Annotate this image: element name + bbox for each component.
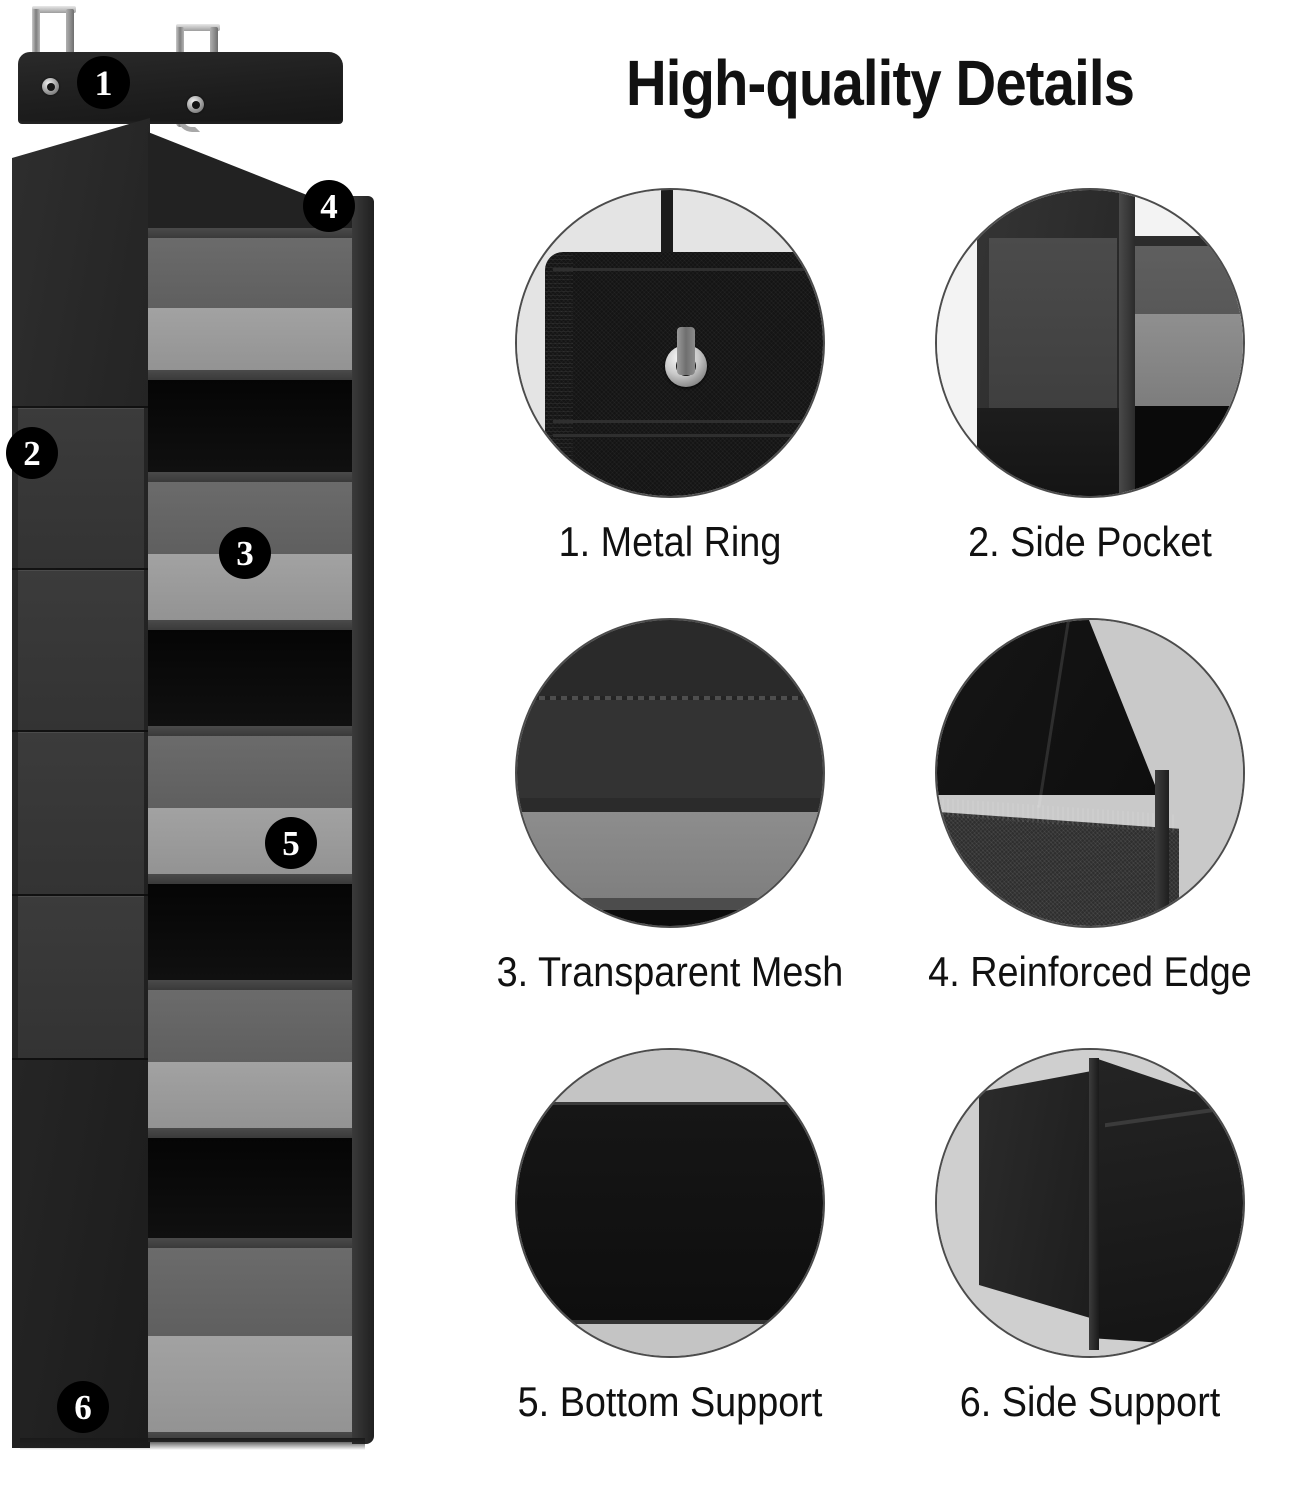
shelf-opening (148, 884, 370, 980)
shelf-opening (148, 630, 370, 726)
shelf-edge (517, 898, 823, 910)
bottom-support-photo (515, 1048, 825, 1358)
shelf-opening (517, 910, 823, 926)
transparent-mesh-photo (515, 618, 825, 928)
detail-circle-wrap (935, 618, 1245, 928)
detail-circle-wrap (935, 188, 1245, 498)
hook-top-bar (176, 24, 220, 31)
stitch-seam (553, 268, 823, 271)
detail-item-bottom-support: 5. Bottom Support (460, 1048, 880, 1426)
shelf-edge (148, 874, 370, 884)
mesh-panel-dark (1135, 246, 1243, 314)
detail-circle-wrap (515, 188, 825, 498)
shelf-edge (148, 726, 370, 736)
stitch-seam (553, 434, 823, 437)
detail-caption-2: 2. Side Pocket (968, 518, 1212, 565)
mesh-panel-light (1135, 314, 1243, 406)
detail-circle-wrap (515, 618, 825, 928)
side-panel-seam (12, 730, 150, 732)
shelf-edge (148, 370, 370, 380)
corner-post (1119, 190, 1135, 496)
metal-ring-photo (515, 188, 825, 498)
hanging-flap (18, 52, 343, 124)
stitch-seam (517, 696, 823, 700)
hook-back-arm (66, 9, 74, 79)
metal-ring-grommet-right (187, 96, 204, 113)
support-board (517, 1102, 823, 1324)
mesh-panel-dark (148, 1248, 370, 1336)
detail-caption-6: 6. Side Support (959, 1378, 1221, 1425)
corner-edge (1089, 1058, 1099, 1350)
detail-caption-1: 1. Metal Ring (558, 518, 782, 565)
mesh-panel-light (148, 308, 370, 370)
shelf-edge (148, 228, 370, 238)
bottom-support-edge (148, 1432, 370, 1442)
shelf-edge (517, 798, 823, 812)
detail-caption-4: 4. Reinforced Edge (928, 948, 1252, 995)
detail-item-side-support: 6. Side Support (880, 1048, 1300, 1426)
detail-item-transparent-mesh: 3. Transparent Mesh (460, 618, 880, 996)
mesh-panel-light (517, 812, 823, 898)
pocket-interior (989, 238, 1117, 408)
detail-circle-wrap (935, 1048, 1245, 1358)
shelf-edge (148, 472, 370, 482)
stitch-seam (517, 1320, 823, 1324)
organizer-front-face (148, 132, 370, 1442)
side-panel-seam (12, 406, 150, 408)
detail-item-metal-ring: 1. Metal Ring (460, 188, 880, 566)
hook-top-bar (32, 6, 76, 13)
callout-badge-3: 3 (219, 527, 271, 579)
reinforced-edge-photo (935, 618, 1245, 928)
mesh-panel-dark (148, 736, 370, 808)
hook-tab (677, 327, 695, 375)
callout-badge-5: 5 (265, 817, 317, 869)
shelf-edge (148, 1238, 370, 1248)
shelf-opening (148, 380, 370, 472)
detail-item-side-pocket: 2. Side Pocket (880, 188, 1300, 566)
side-pocket (18, 732, 144, 894)
organizer-right-edge (352, 196, 374, 1444)
callout-badge-6: 6 (57, 1381, 109, 1433)
side-pocket (18, 896, 144, 1058)
side-panel-seam (12, 1058, 150, 1060)
shelf-edge (148, 980, 370, 990)
front-panel (1095, 1058, 1243, 1350)
detail-caption-5: 5. Bottom Support (517, 1378, 823, 1425)
metal-ring-grommet-left (42, 78, 59, 95)
side-support-panel (979, 1070, 1097, 1320)
shelf-opening (148, 1138, 370, 1238)
detail-item-reinforced-edge: 4. Reinforced Edge (880, 618, 1300, 996)
side-pocket (18, 570, 144, 730)
shelf-edge (148, 1128, 370, 1138)
shelf-opening (1135, 406, 1243, 496)
organizer-side-panel (12, 118, 150, 1448)
fabric-band-top (517, 620, 823, 698)
callout-badge-1: 1 (77, 56, 130, 109)
mesh-panel-light (148, 1336, 370, 1432)
side-pocket-photo (935, 188, 1245, 498)
page-title: High-quality Details (625, 47, 1135, 119)
details-panel: High-quality Details (460, 0, 1300, 1500)
mesh-panel-light (148, 1062, 370, 1128)
stitch-seam (517, 1102, 823, 1105)
callout-badge-4: 4 (303, 180, 355, 232)
hook-strap (660, 190, 673, 256)
detail-circle-wrap (515, 1048, 825, 1358)
stitch-seam (553, 420, 823, 423)
side-panel-seam (12, 568, 150, 570)
mesh-panel-dark (148, 990, 370, 1062)
product-shadow (20, 1438, 365, 1450)
callout-badge-2: 2 (6, 427, 58, 479)
detail-caption-3: 3. Transparent Mesh (496, 948, 844, 995)
mesh-panel-light (148, 808, 370, 874)
corner-post (1155, 770, 1169, 926)
edge-binding (545, 252, 573, 496)
side-support-photo (935, 1048, 1245, 1358)
pocket-bottom (977, 408, 1122, 496)
product-photo: 1 2 3 4 5 6 (0, 0, 460, 1500)
shelf-edge (148, 620, 370, 630)
mesh-panel-dark (148, 238, 370, 308)
side-panel-seam (12, 894, 150, 896)
fabric-band-mid (517, 700, 823, 798)
